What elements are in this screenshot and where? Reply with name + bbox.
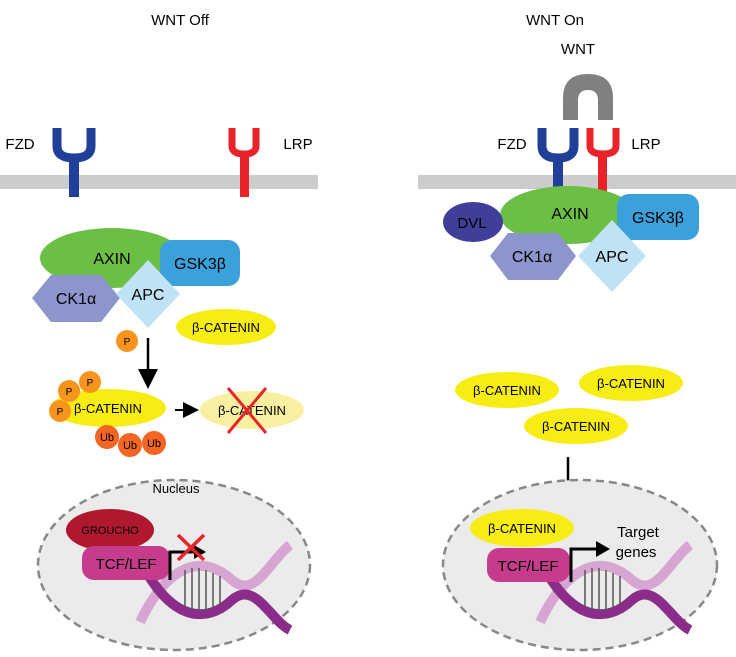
fzd-receptor-on [537, 128, 579, 195]
wnt-off-panel: WNT Off FZD LRP AXIN GSK3β CK1α APC [0, 12, 318, 652]
fzd-label-off: FZD [5, 136, 34, 153]
phosphate-single [116, 330, 138, 352]
phosphate-label-3: P [57, 407, 64, 418]
tcf-lef-label-off: TCF/LEF [96, 556, 157, 573]
beta-catenin-free-off [176, 309, 276, 345]
tcf-lef-label-on: TCF/LEF [498, 558, 559, 575]
ubiquitin-label-2: Ub [123, 440, 137, 452]
ubiquitin-1 [95, 425, 119, 449]
ubiquitin-3 [142, 431, 166, 455]
wnt-ligand-shape [563, 74, 613, 120]
beta-catenin-stable-2 [579, 365, 683, 401]
cell-membrane-off [0, 175, 318, 189]
lrp-label-on: LRP [631, 136, 660, 153]
beta-catenin-label-stable-3: β-CATENIN [542, 419, 610, 434]
target-genes-label-line1: Target [617, 524, 660, 541]
apc-shape-off [116, 260, 180, 328]
beta-catenin-label-phospho: β-CATENIN [74, 401, 142, 416]
membrane-complex-on: AXIN DVL GSK3β CK1α APC [443, 186, 699, 292]
degradation-cross-icon [226, 387, 268, 434]
gsk3b-label-on: GSK3β [632, 210, 684, 227]
apc-label-on: APC [596, 249, 629, 266]
ubiquitin-label-3: Ub [147, 438, 161, 450]
beta-catenin-label-stable-2: β-CATENIN [597, 376, 665, 391]
axin-label-off: AXIN [93, 251, 130, 268]
wnt-label: WNT [561, 41, 595, 58]
ubiquitin-label-1: Ub [100, 432, 114, 444]
apc-shape-on [578, 220, 646, 292]
cell-membrane-on [418, 175, 736, 189]
phosphate-label-2: P [87, 378, 94, 389]
apc-label-off: APC [132, 287, 165, 304]
beta-catenin-label-stable-1: β-CATENIN [473, 383, 541, 398]
wnt-on-panel: WNT On WNT FZD LRP AXIN DVL GSK3β CK1α [418, 12, 736, 652]
beta-catenin-label-free-off: β-CATENIN [192, 320, 260, 335]
phospho-beta-catenin-complex: β-CATENIN P P P Ub Ub Ub [49, 371, 166, 457]
beta-catenin-nuclear [470, 509, 574, 547]
transcription-arrowhead-on [596, 541, 610, 557]
dna-helix-on [535, 541, 694, 635]
tcf-lef-shape-off [82, 546, 170, 580]
axin-shape-on [500, 186, 636, 244]
groucho-label: GROUCHO [81, 525, 139, 537]
dvl-label: DVL [457, 215, 486, 232]
gsk3b-shape-off [160, 240, 240, 286]
ck1a-shape-off [32, 275, 120, 322]
lrp-receptor-on [586, 128, 620, 194]
wnt-on-title: WNT On [526, 12, 584, 29]
groucho-shape [66, 509, 154, 551]
nucleus-label: Nucleus [153, 481, 200, 496]
ck1a-shape-on [490, 233, 576, 280]
beta-catenin-phospho [50, 389, 166, 427]
transcription-arrow-on [569, 547, 598, 582]
gsk3b-shape-on [617, 194, 699, 240]
ubiquitin-2 [118, 433, 142, 457]
beta-catenin-label-nuclear: β-CATENIN [488, 521, 556, 536]
lrp-receptor-off [228, 128, 260, 197]
ck1a-label-off: CK1α [56, 291, 96, 308]
axin-label-on: AXIN [551, 206, 588, 223]
phosphate-2 [79, 371, 101, 393]
phosphate-label-single: P [124, 337, 131, 348]
beta-catenin-stable-1 [455, 372, 559, 408]
beta-catenin-stable-3 [524, 408, 628, 444]
gsk3b-label-off: GSK3β [174, 256, 226, 273]
beta-catenin-label-degraded: β-CATENIN [218, 403, 286, 418]
phosphate-3 [49, 400, 71, 422]
fzd-label-on: FZD [497, 136, 526, 153]
fzd-receptor-off [52, 128, 96, 197]
dna-helix-off [135, 541, 294, 635]
target-genes-label-line2: genes [616, 544, 657, 561]
transcription-blocked-cross-icon [176, 533, 206, 562]
destruction-complex-off: AXIN GSK3β CK1α APC [32, 228, 240, 328]
beta-catenin-degraded [200, 391, 304, 429]
dvl-shape [443, 202, 503, 242]
phosphate-1 [58, 380, 80, 402]
tcf-lef-shape-on [487, 548, 570, 582]
lrp-label-off: LRP [283, 136, 312, 153]
ck1a-label-on: CK1α [512, 249, 552, 266]
wnt-off-title: WNT Off [151, 12, 210, 29]
phosphate-label-1: P [66, 387, 73, 398]
